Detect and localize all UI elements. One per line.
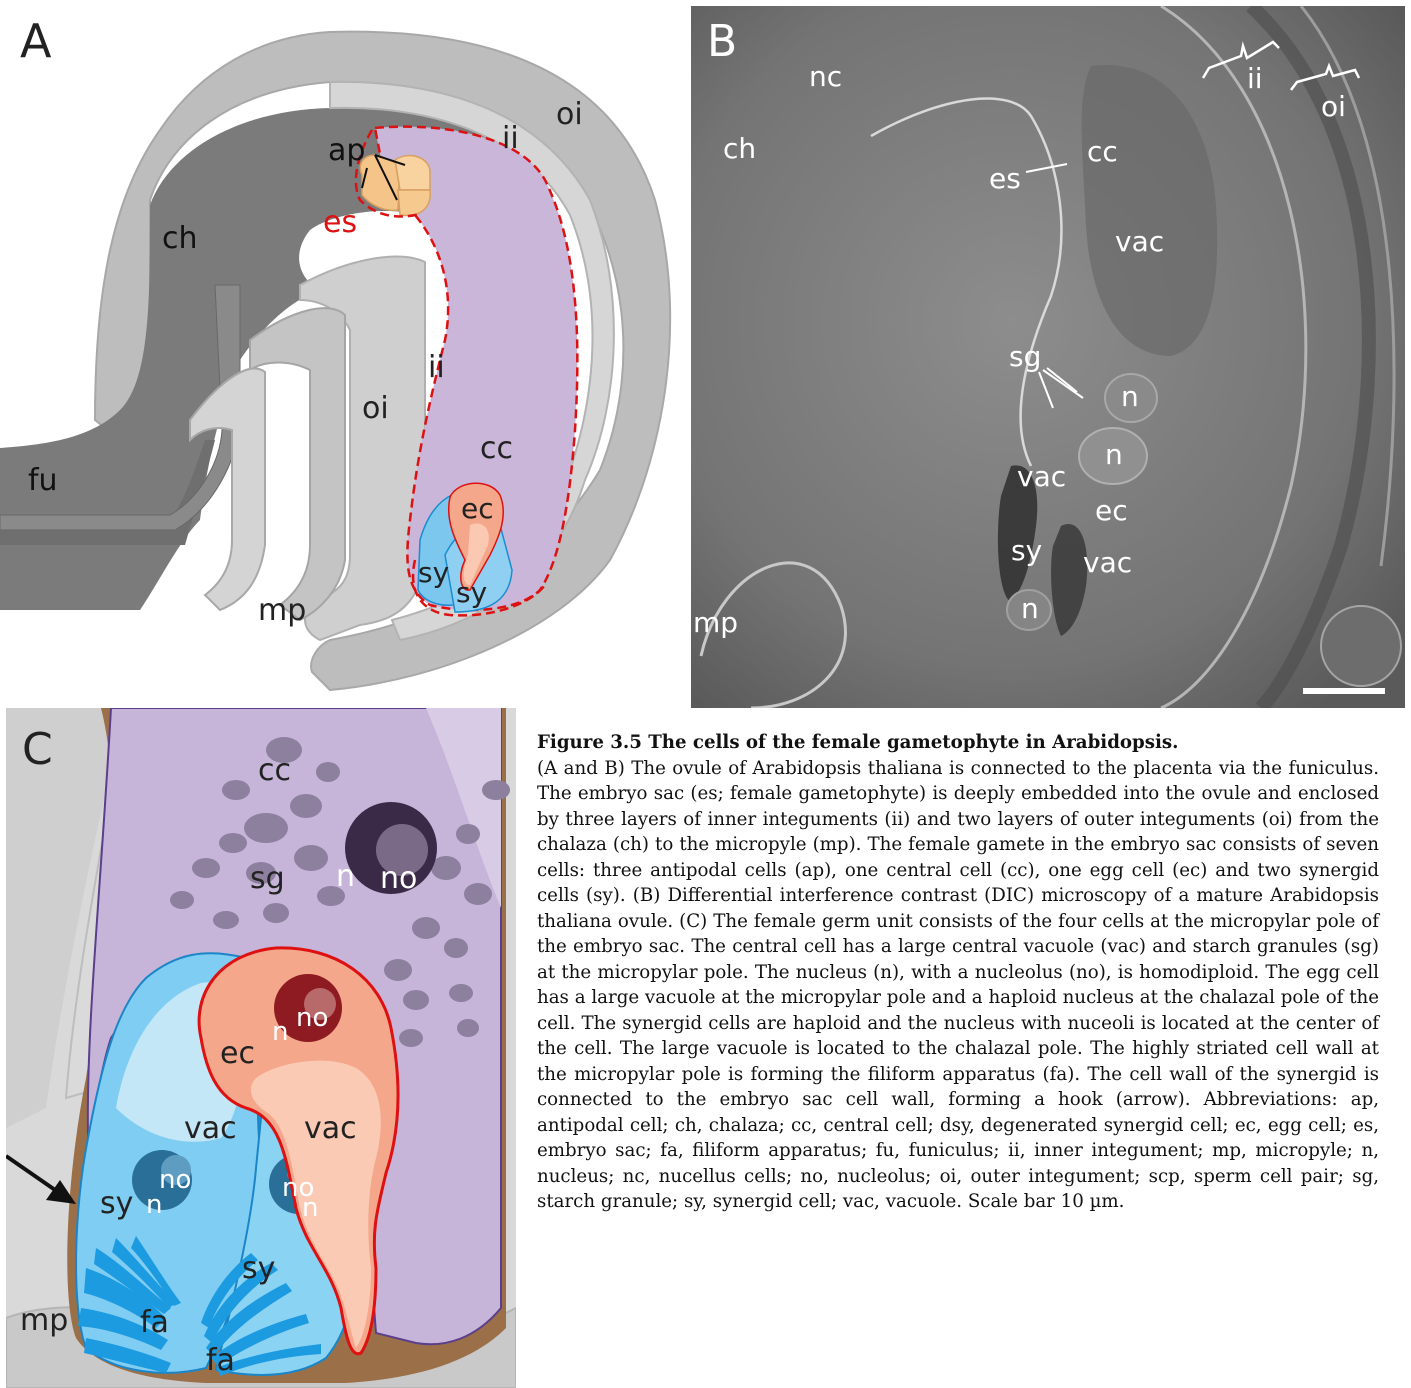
panel-b-letter: B bbox=[707, 16, 737, 67]
label-es: es bbox=[323, 205, 357, 240]
label-sy-b: sy bbox=[1011, 534, 1042, 567]
panel-c-svg: C cc sg n no n no ec vac vac no n sy no … bbox=[6, 708, 516, 1388]
panel-c-letter: C bbox=[22, 724, 53, 775]
panel-b-svg: B nc ch es cc ii oi vac sg n n vac ec sy… bbox=[691, 6, 1405, 708]
label-n-cc: n bbox=[336, 859, 355, 894]
label-mp: mp bbox=[258, 593, 306, 628]
label-vac-ec: vac bbox=[304, 1111, 357, 1146]
panel-a-svg: A oi ii ap es ch ii oi cc fu ec sy sy mp bbox=[0, 0, 680, 700]
label-es-b: es bbox=[989, 162, 1021, 195]
label-n-sy1: n bbox=[146, 1190, 162, 1220]
label-oi-inner: oi bbox=[362, 391, 389, 426]
label-ii-top: ii bbox=[502, 121, 519, 156]
figure-caption: Figure 3.5 The cells of the female gamet… bbox=[537, 730, 1379, 1215]
label-no-cc: no bbox=[380, 861, 417, 896]
label-fa-1: fa bbox=[140, 1305, 169, 1340]
label-sy1-c: sy bbox=[100, 1186, 133, 1221]
label-ap: ap bbox=[328, 133, 365, 168]
label-sy2-c: sy bbox=[242, 1251, 275, 1286]
label-ch: ch bbox=[162, 221, 198, 256]
label-no-sy1: no bbox=[159, 1165, 191, 1195]
label-n-ec: n bbox=[272, 1017, 288, 1047]
label-n-sy2: n bbox=[302, 1193, 318, 1223]
panel-c-germ-unit-diagram: C cc sg n no n no ec vac vac no n sy no … bbox=[6, 708, 516, 1388]
label-n-2: n bbox=[1105, 438, 1123, 471]
label-n-1: n bbox=[1121, 380, 1139, 413]
panel-a-letter: A bbox=[20, 14, 52, 68]
label-ec-b: ec bbox=[1095, 494, 1128, 527]
caption-title: Figure 3.5 The cells of the female gamet… bbox=[537, 730, 1379, 756]
label-cc: cc bbox=[480, 431, 513, 466]
label-oi-top: oi bbox=[556, 97, 583, 132]
label-fu: fu bbox=[28, 463, 58, 498]
panel-b-dic-micrograph: B nc ch es cc ii oi vac sg n n vac ec sy… bbox=[691, 6, 1405, 708]
label-sy-2: sy bbox=[456, 576, 487, 609]
scale-bar bbox=[1303, 688, 1385, 694]
label-ch-b: ch bbox=[723, 132, 756, 165]
label-ii-inner: ii bbox=[428, 350, 445, 385]
label-cc-b: cc bbox=[1087, 135, 1118, 168]
label-ec: ec bbox=[461, 492, 494, 525]
label-ii-b: ii bbox=[1247, 62, 1263, 95]
label-mp-c: mp bbox=[20, 1303, 68, 1338]
label-ec-c: ec bbox=[220, 1036, 255, 1071]
panel-a-ovule-diagram: A oi ii ap es ch ii oi cc fu ec sy sy mp bbox=[0, 0, 680, 700]
label-nc: nc bbox=[809, 60, 842, 93]
label-vac-top: vac bbox=[1115, 225, 1164, 258]
label-sy-1: sy bbox=[418, 556, 449, 589]
label-n-3: n bbox=[1021, 592, 1039, 625]
label-vac-sy: vac bbox=[184, 1111, 237, 1146]
label-vac-right: vac bbox=[1083, 546, 1132, 579]
cell-blob-bottom-right bbox=[1321, 606, 1401, 686]
label-cc-c: cc bbox=[258, 753, 291, 788]
label-mp-b: mp bbox=[693, 606, 738, 639]
label-sg-c: sg bbox=[250, 861, 285, 896]
caption-body: (A and B) The ovule of Arabidopsis thali… bbox=[537, 756, 1379, 1215]
label-vac-left: vac bbox=[1017, 460, 1066, 493]
label-sg-b: sg bbox=[1009, 340, 1041, 373]
label-oi-b: oi bbox=[1321, 90, 1346, 123]
label-fa-2: fa bbox=[206, 1343, 235, 1378]
label-no-ec: no bbox=[296, 1003, 328, 1033]
